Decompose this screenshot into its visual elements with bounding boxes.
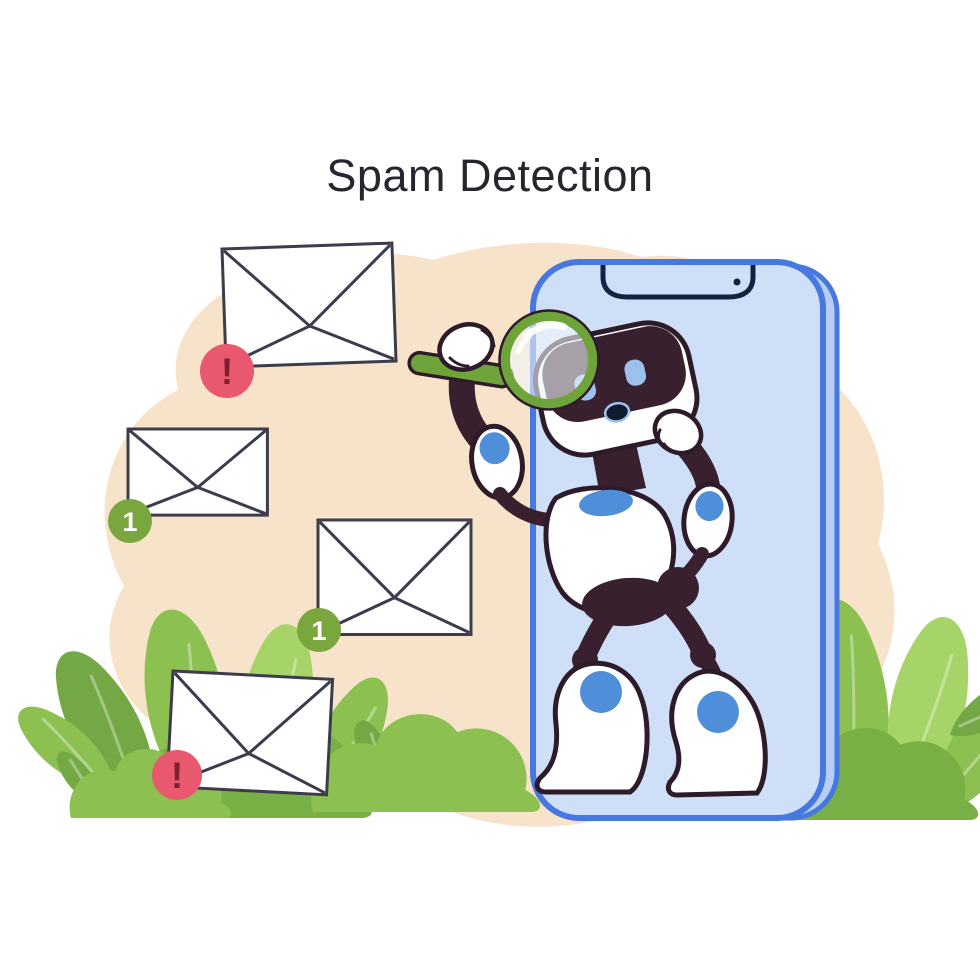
robot-boot-right — [665, 668, 768, 798]
envelope-icon — [316, 518, 473, 636]
phone-notch — [600, 265, 756, 300]
alert-badge-icon — [200, 344, 254, 398]
alert-badge-icon — [152, 750, 202, 800]
alert-badge-label: ! — [171, 755, 183, 796]
count-badge-icon — [297, 608, 341, 652]
count-badge-label: 1 — [122, 507, 137, 537]
alert-badge-bottom: ! — [152, 750, 202, 800]
envelope-icon — [126, 427, 269, 517]
robot-forearm-left-accent — [479, 432, 510, 465]
robot-neck — [592, 444, 646, 496]
magnifier-ring-outline — [498, 309, 600, 411]
alert-badge-label: ! — [221, 351, 233, 392]
magnifying-glass-icon — [407, 309, 600, 411]
robot-hand-left — [437, 322, 496, 372]
alert-badge-top: ! — [200, 344, 254, 398]
magnifier-shine-small — [515, 334, 532, 355]
envelope-icon — [220, 241, 398, 369]
magnifier-shine — [523, 321, 568, 340]
robot-eye-right — [624, 359, 647, 386]
robot-boot-right-accent — [697, 691, 739, 733]
robot-chest-accent — [579, 489, 633, 517]
camera-dot-icon — [733, 278, 741, 286]
magnifier-ring — [500, 311, 598, 409]
robot-hand-right — [652, 408, 704, 456]
page-title: Spam Detection — [326, 150, 654, 201]
robot-forearm-right-accent — [695, 491, 724, 522]
count-badge-mid-left: 1 — [108, 499, 152, 543]
robot-boot-left-accent — [580, 671, 622, 713]
count-badge-label: 1 — [311, 616, 326, 646]
robot-arm-left-connector — [493, 487, 555, 527]
robot-mouth — [603, 401, 631, 423]
count-badge-mid-right: 1 — [297, 608, 341, 652]
count-badge-icon — [108, 499, 152, 543]
robot-character — [407, 309, 768, 798]
